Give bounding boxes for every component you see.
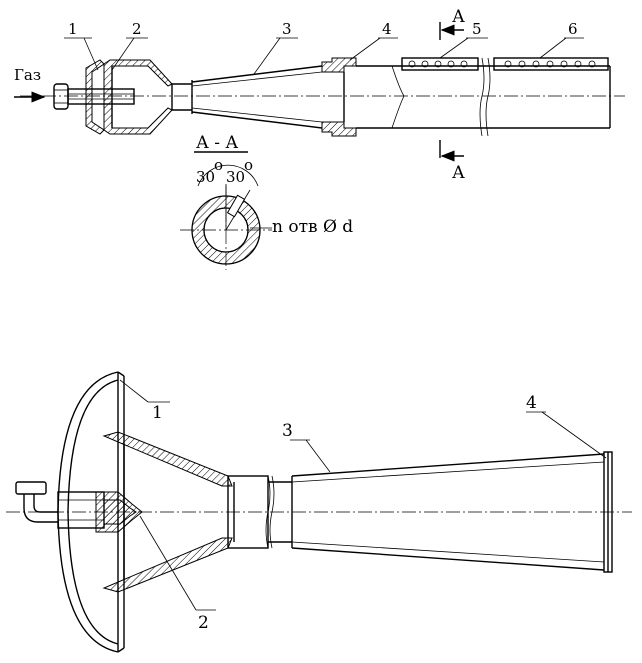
angle-left-degree: o: [214, 156, 223, 174]
bottom-callout-2: 2: [198, 613, 209, 633]
callout-4: 4: [382, 20, 392, 38]
callout-2: 2: [132, 20, 142, 38]
section-mark-top: А: [452, 7, 465, 27]
port-strip-6: [493, 57, 609, 71]
section-a-a-view: А - А 30 o 30 o n отв Ø d: [180, 133, 353, 270]
angle-left: 30: [196, 168, 215, 186]
callout-6: 6: [568, 20, 578, 38]
angle-right: 30: [226, 168, 245, 186]
callout-5: 5: [472, 20, 482, 38]
port-strip-5: [401, 57, 479, 71]
outlet-ring: [603, 451, 613, 573]
mixer-throat: [227, 475, 293, 549]
callout-1: 1: [68, 20, 78, 38]
bottom-burner-view: 1 2 3 4: [6, 371, 632, 653]
bottom-callout-4: 4: [526, 393, 537, 413]
gas-inlet-pipe: [15, 481, 105, 529]
coupling-sleeve: [321, 57, 357, 137]
mixer-cone: [103, 59, 173, 135]
section-mark-bottom: А: [452, 163, 465, 183]
bottom-callout-1: 1: [152, 403, 163, 423]
air-regulator-disc: [85, 59, 105, 135]
bottom-callouts: 1 2 3 4: [119, 379, 607, 633]
gas-label: Газ: [14, 66, 41, 84]
nozzle-assembly: [95, 491, 143, 533]
angle-right-degree: o: [244, 156, 253, 174]
diffuser-cone: [291, 453, 605, 571]
bottom-callout-3: 3: [282, 421, 293, 441]
top-burner-view: Газ: [14, 7, 625, 183]
top-callouts: 1 2 3 4 5 6: [64, 20, 584, 75]
mixer-confuser: [102, 431, 233, 593]
burner-head-tube: [356, 57, 611, 137]
section-title: А - А: [196, 133, 238, 153]
section-cut-a: А А: [439, 7, 465, 183]
gas-nozzle: [53, 83, 135, 110]
holes-label: n отв Ø d: [272, 217, 353, 237]
callout-3: 3: [282, 20, 292, 38]
diffuser-tube: [171, 65, 323, 129]
